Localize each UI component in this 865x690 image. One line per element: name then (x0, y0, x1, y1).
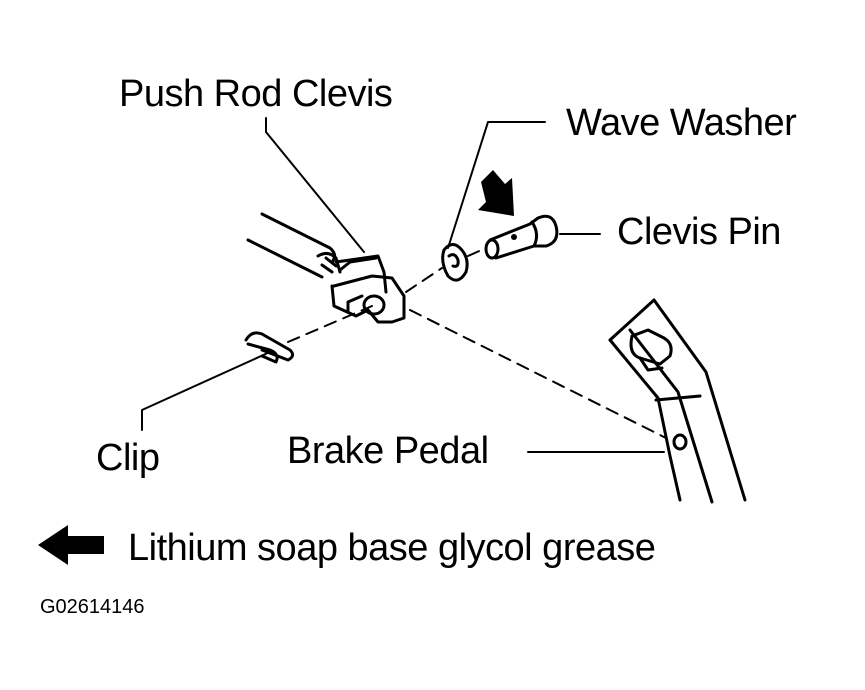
clip-label: Clip (96, 437, 160, 479)
push-rod-clevis (316, 251, 406, 324)
clevis-pin-label: Clevis Pin (617, 211, 781, 253)
clip (244, 331, 295, 364)
left-arrow-icon (38, 525, 104, 565)
brake-pedal (608, 298, 747, 504)
push-rod (246, 212, 337, 279)
wave-washer (441, 243, 469, 282)
brake-pedal-label: Brake Pedal (287, 430, 489, 472)
figure-code: G02614146 (40, 596, 145, 618)
assembly-lines (287, 247, 667, 439)
legend-text: Lithium soap base glycol grease (128, 527, 656, 569)
grease-arrow-icon (478, 170, 514, 216)
push-rod-clevis-label: Push Rod Clevis (119, 73, 393, 115)
leader-lines (141, 117, 665, 453)
clevis-pin (484, 214, 559, 260)
wave-washer-label: Wave Washer (566, 102, 797, 144)
